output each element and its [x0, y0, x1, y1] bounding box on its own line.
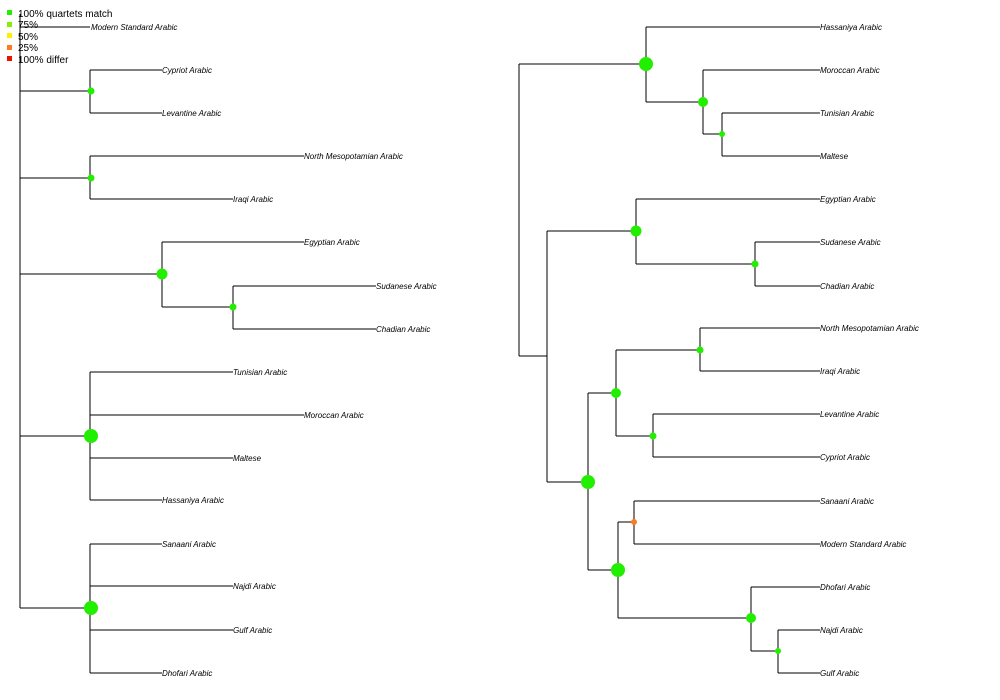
- right-tip-label: Najdi Arabic: [820, 626, 863, 635]
- legend-swatch-100-match: [7, 10, 12, 15]
- legend: 100% quartets match 75% 50% 25% 100% dif…: [7, 9, 113, 66]
- right-tip-label: Sudanese Arabic: [820, 238, 881, 247]
- right-tree: Hassaniya Arabic Moroccan Arabic Tunisia…: [518, 23, 919, 678]
- left-tip-label: Moroccan Arabic: [304, 411, 364, 420]
- right-tip-label: Hassaniya Arabic: [820, 23, 882, 32]
- right-node-dhofari-clade: [746, 613, 756, 623]
- right-edge-clade-egy: [635, 198, 820, 287]
- left-edge-clade-peninsular: [20, 543, 233, 674]
- left-tree: Modern Standard Arabic Cypriot Arabic Le…: [19, 14, 437, 678]
- left-node-cyp-lev: [87, 87, 95, 95]
- left-node-peninsular: [84, 601, 98, 615]
- left-tip-label: Iraqi Arabic: [233, 195, 273, 204]
- right-tip-label: Levantine Arabic: [820, 410, 879, 419]
- right-root: [518, 63, 646, 357]
- right-tip-label: Egyptian Arabic: [820, 195, 876, 204]
- left-tip-label: Cypriot Arabic: [162, 66, 212, 75]
- left-node-nmes-iraqi: [87, 174, 95, 182]
- legend-swatch-75: [7, 22, 12, 27]
- legend-label-50: 50%: [18, 32, 38, 43]
- right-node-sud-chad: [751, 260, 759, 268]
- left-node-maghrebi: [84, 429, 98, 443]
- right-node-lev-cyp: [649, 432, 657, 440]
- left-tip-label: Modern Standard Arabic: [91, 23, 177, 32]
- right-node-moroccan-clade: [698, 97, 708, 107]
- left-tip-label: Najdi Arabic: [233, 582, 276, 591]
- left-node-sud-chad: [229, 303, 237, 311]
- right-edge-clade-maghrebi: [645, 26, 820, 157]
- legend-swatch-100-differ: [7, 56, 12, 61]
- left-edge-clade-egy: [20, 241, 376, 330]
- right-node-nmes-iraqi: [696, 346, 704, 354]
- left-tip-label: Maltese: [233, 454, 262, 463]
- right-node-nmes-lev: [611, 388, 621, 398]
- right-tip-label: Modern Standard Arabic: [820, 540, 906, 549]
- left-node-egy: [156, 268, 168, 280]
- left-edge-clade-nmes-iraqi: [20, 155, 304, 200]
- left-tip-label: Egyptian Arabic: [304, 238, 360, 247]
- right-node-main: [581, 475, 595, 489]
- right-node-maghrebi: [639, 57, 653, 71]
- right-tip-label: Sanaani Arabic: [820, 497, 874, 506]
- legend-label-25: 25%: [18, 43, 38, 54]
- left-tip-label: Levantine Arabic: [162, 109, 221, 118]
- legend-label-75: 75%: [18, 20, 38, 31]
- right-tip-label: Cypriot Arabic: [820, 453, 870, 462]
- right-tip-label: Moroccan Arabic: [820, 66, 880, 75]
- right-tip-label: Dhofari Arabic: [820, 583, 870, 592]
- right-tip-label: Iraqi Arabic: [820, 367, 860, 376]
- right-node-najdi-gulf: [775, 648, 781, 654]
- legend-swatch-25: [7, 45, 12, 50]
- right-tip-label: Chadian Arabic: [820, 282, 874, 291]
- right-edge-clade-main: [546, 230, 636, 483]
- left-tip-label: Sudanese Arabic: [376, 282, 437, 291]
- right-tip-label: Maltese: [820, 152, 849, 161]
- left-tip-label: Sanaani Arabic: [162, 540, 216, 549]
- right-node-egy: [630, 225, 642, 237]
- legend-swatch-50: [7, 33, 12, 38]
- legend-label-100-match: 100% quartets match: [18, 9, 113, 20]
- right-tip-label: Tunisian Arabic: [820, 109, 874, 118]
- right-node-tunisian-maltese: [719, 131, 725, 137]
- left-tip-label: Chadian Arabic: [376, 325, 430, 334]
- left-tip-label: North Mesopotamian Arabic: [304, 152, 403, 161]
- legend-label-100-differ: 100% differ: [18, 55, 69, 66]
- left-tip-label: Tunisian Arabic: [233, 368, 287, 377]
- left-edge-clade-maghrebi: [20, 371, 304, 501]
- right-node-sanaani-msa: [631, 519, 637, 525]
- left-tip-label: Gulf Arabic: [233, 626, 272, 635]
- right-tip-label: Gulf Arabic: [820, 669, 859, 678]
- left-tip-label: Hassaniya Arabic: [162, 496, 224, 505]
- left-tip-label: Dhofari Arabic: [162, 669, 212, 678]
- right-node-peninsular: [611, 563, 625, 577]
- right-edge-clade-peninsular: [617, 500, 820, 674]
- right-tip-label: North Mesopotamian Arabic: [820, 324, 919, 333]
- right-edge-clade-nmes-lev: [615, 327, 820, 458]
